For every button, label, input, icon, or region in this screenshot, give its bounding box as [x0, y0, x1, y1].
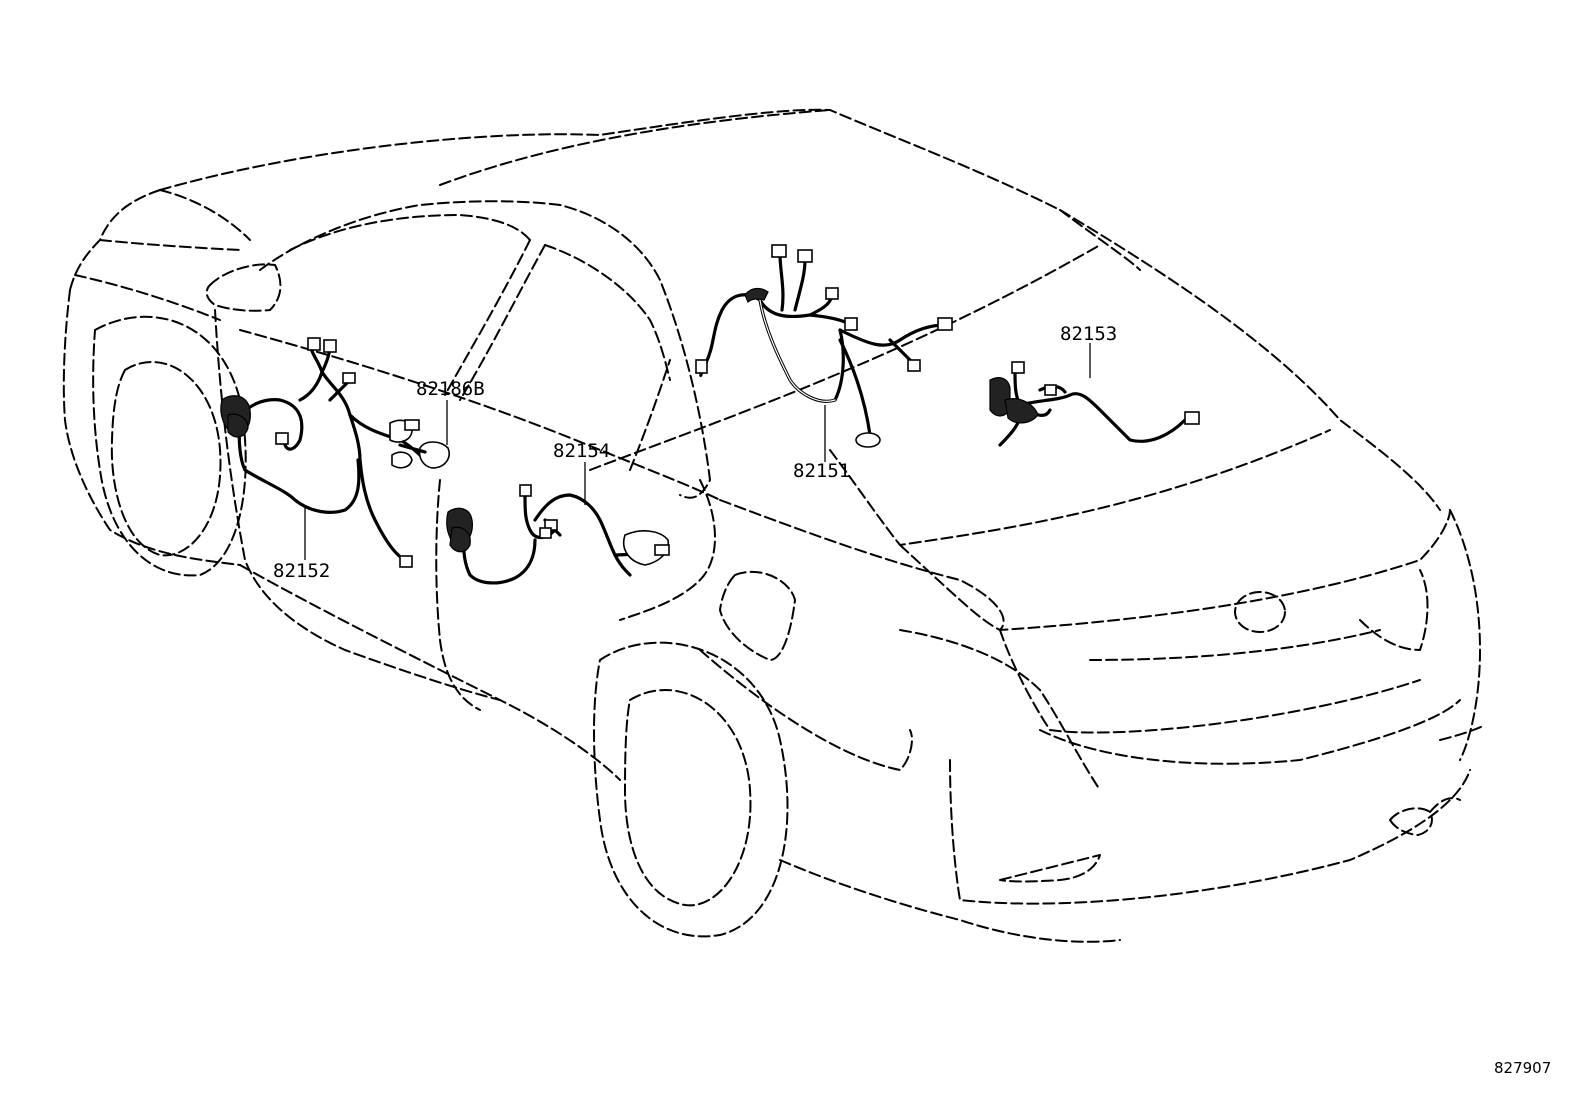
harness-82151: [695, 244, 953, 448]
callout-82153: 82153: [1060, 323, 1117, 345]
harness-82153: [989, 361, 1200, 447]
leader-lines: [304, 343, 1091, 560]
callout-82151: 82151: [793, 460, 850, 482]
harness-82154: [446, 484, 670, 585]
diagram-code: 827907: [1494, 1059, 1551, 1077]
harness-82152: [220, 337, 427, 568]
car-body-outline: [62, 108, 1486, 943]
callout-82152: 82152: [273, 560, 330, 582]
callout-82186B: 82186B: [416, 378, 485, 400]
part-82186B: [391, 441, 450, 469]
callout-82154: 82154: [553, 440, 610, 462]
callout-labels: 82153 82186B 82154 82151 82152: [273, 323, 1117, 582]
